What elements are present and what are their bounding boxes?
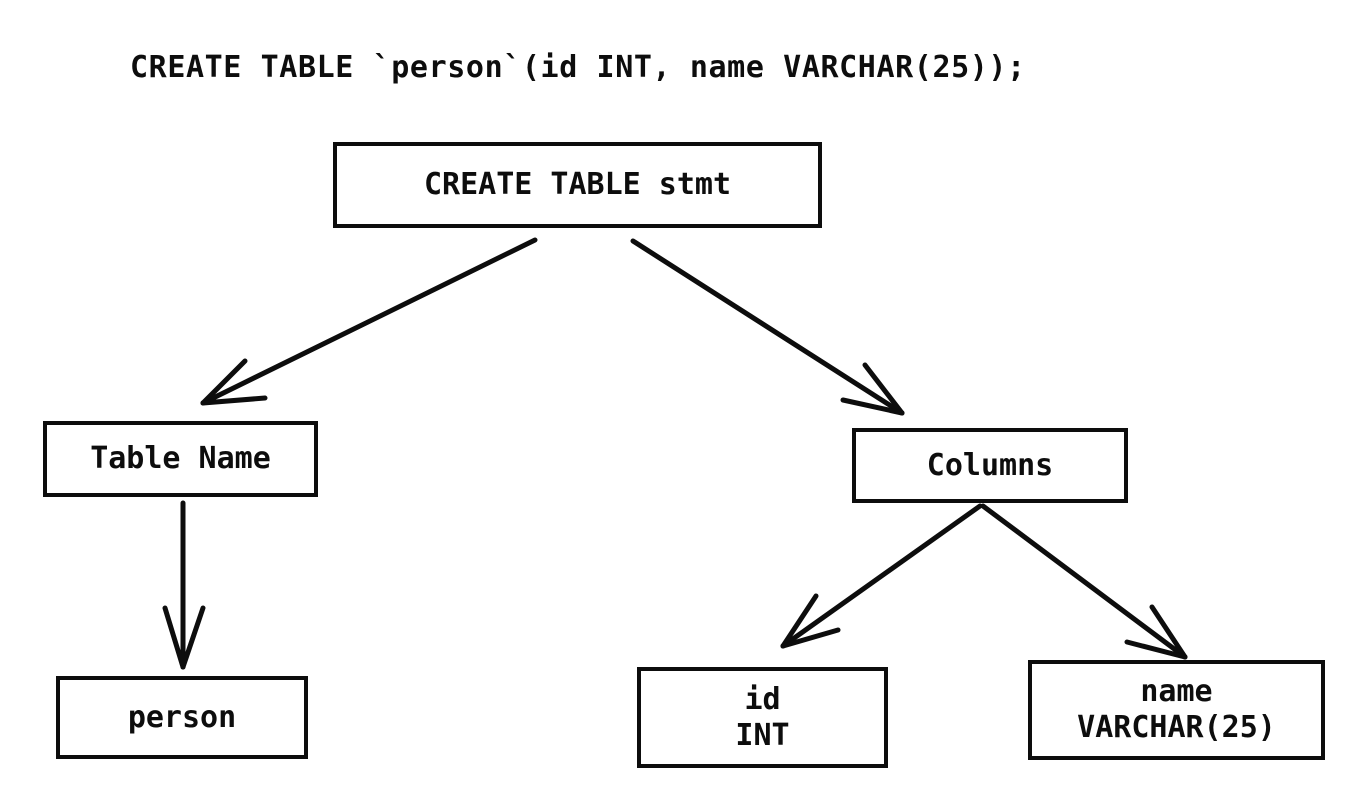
node-id-int-type: INT [735,717,790,753]
node-table-name-label: Table Name [90,441,271,476]
node-id-int: id INT [637,667,888,768]
node-name-varchar-type: VARCHAR(25) [1077,710,1276,745]
edge-root-to-columns [630,238,905,416]
node-columns: Columns [852,428,1128,503]
edge-columns-to-name [980,503,1188,660]
node-create-table-stmt-label: CREATE TABLE stmt [423,167,732,202]
node-id-int-name: id [744,681,781,717]
node-person-label: person [127,699,237,735]
edge-table-name-to-person [162,500,206,670]
edge-root-to-table-name [200,237,538,406]
node-create-table-stmt: CREATE TABLE stmt [333,142,822,228]
node-table-name: Table Name [43,421,318,497]
sql-statement-title: CREATE TABLE `person`(id INT, name VARCH… [130,50,1026,85]
node-person: person [56,676,308,759]
node-columns-label: Columns [926,447,1054,483]
edge-columns-to-id [780,503,983,649]
node-name-varchar: name VARCHAR(25) [1028,660,1325,760]
node-name-varchar-name: name [1140,674,1213,709]
